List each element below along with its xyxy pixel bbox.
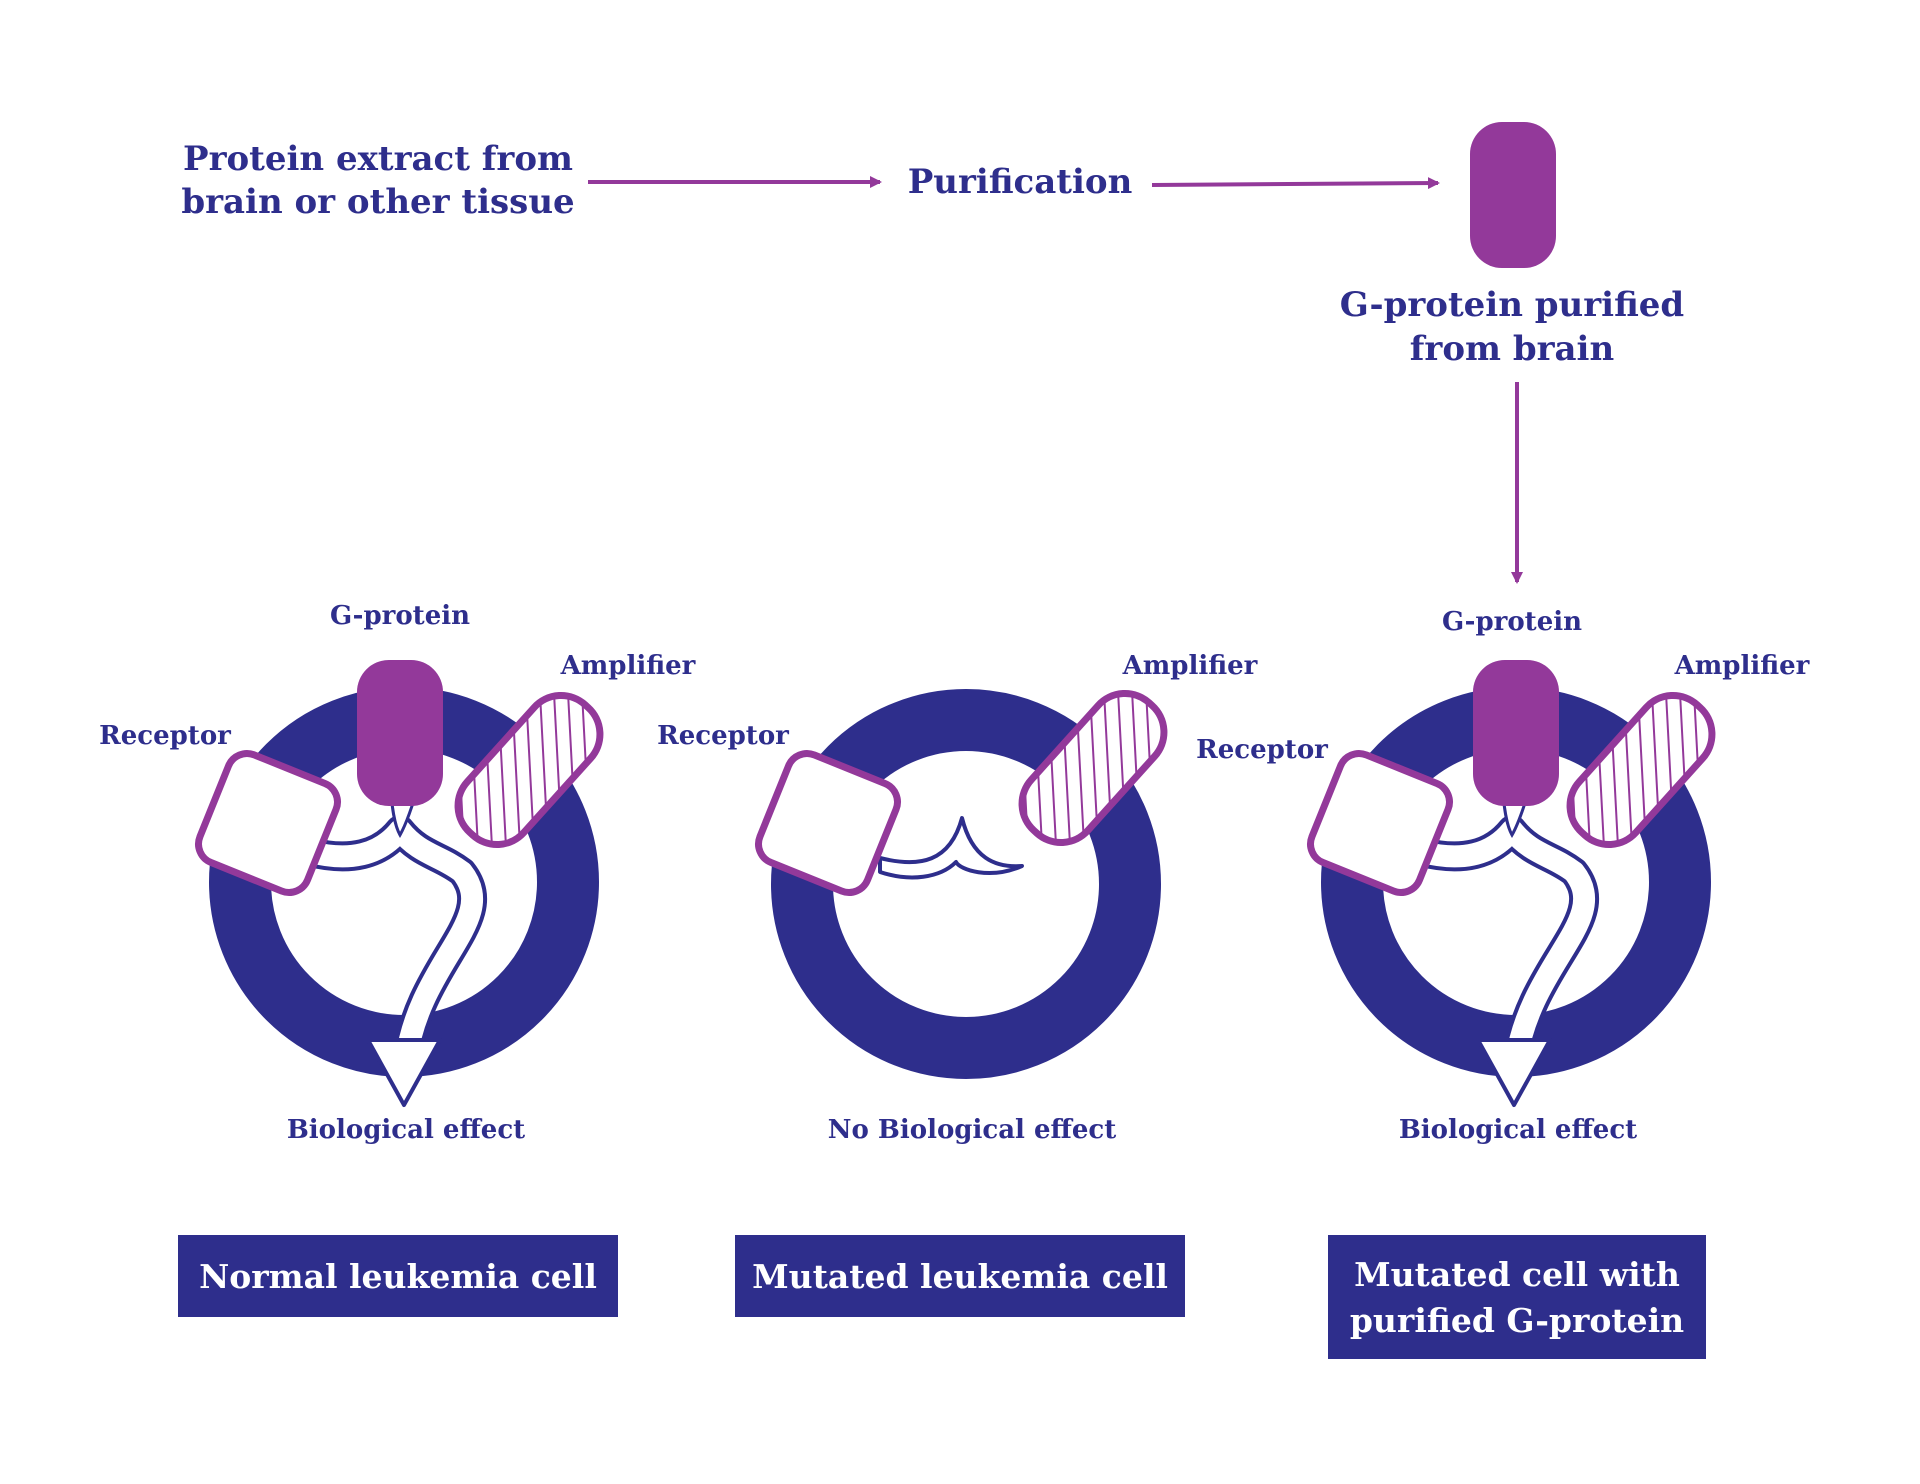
receptor-label: Receptor — [1196, 735, 1328, 765]
signal-channel — [1419, 819, 1596, 1062]
receptor-label: Receptor — [657, 721, 789, 751]
effect-label: Biological effect — [287, 1115, 525, 1145]
caption-box — [178, 1235, 618, 1317]
purification-label: Purification — [908, 162, 1133, 202]
amplifier-label: Amplifier — [1122, 651, 1258, 681]
effect-label: No Biological effect — [828, 1115, 1117, 1145]
caption-line2: purified G-protein — [1350, 1301, 1684, 1340]
amplifier-label: Amplifier — [560, 651, 696, 681]
source-label-line1: Protein extract from — [183, 139, 573, 179]
caption-line1: Normal leukemia cell — [199, 1257, 597, 1296]
receptor-label: Receptor — [99, 721, 231, 751]
caption-line1: Mutated leukemia cell — [752, 1257, 1168, 1296]
gprotein-label: G-protein — [1442, 607, 1582, 637]
caption-box — [1328, 1235, 1706, 1359]
gprotein-shape — [357, 660, 443, 806]
top-flow: Protein extract from brain or other tiss… — [181, 122, 1684, 584]
cell-mutated: Amplifier Receptor No Biological effect … — [657, 651, 1258, 1317]
caption-line1: Mutated cell with — [1354, 1255, 1680, 1294]
amplifier-shape — [1018, 690, 1168, 846]
purified-label-line2: from brain — [1410, 329, 1614, 369]
cell-rescued: G-protein Amplifier Receptor Biological … — [1196, 607, 1810, 1359]
purified-gprotein-shape — [1470, 122, 1556, 268]
signal-channel — [307, 819, 484, 1062]
receptor-shape — [1307, 750, 1453, 896]
gprotein-label: G-protein — [330, 601, 470, 631]
amplifier-shape — [454, 692, 604, 848]
amplifier-label: Amplifier — [1674, 651, 1810, 681]
purified-label-line1: G-protein purified — [1340, 285, 1684, 325]
amplifier-shape — [1566, 692, 1716, 848]
effect-label: Biological effect — [1399, 1115, 1637, 1145]
caption-box — [735, 1235, 1185, 1317]
effect-arrowhead — [1476, 1038, 1552, 1107]
effect-arrowhead — [366, 1038, 442, 1107]
source-label-line2: brain or other tissue — [181, 182, 574, 222]
gprotein-shape — [1473, 660, 1559, 806]
receptor-shape — [195, 750, 341, 896]
arrow-to-gprotein — [1151, 177, 1440, 190]
cell-normal: G-protein Amplifier Receptor Biological … — [99, 601, 696, 1317]
receptor-shape — [755, 750, 901, 896]
broken-signal-stub — [878, 816, 1024, 880]
cell-membrane — [771, 689, 1161, 1079]
